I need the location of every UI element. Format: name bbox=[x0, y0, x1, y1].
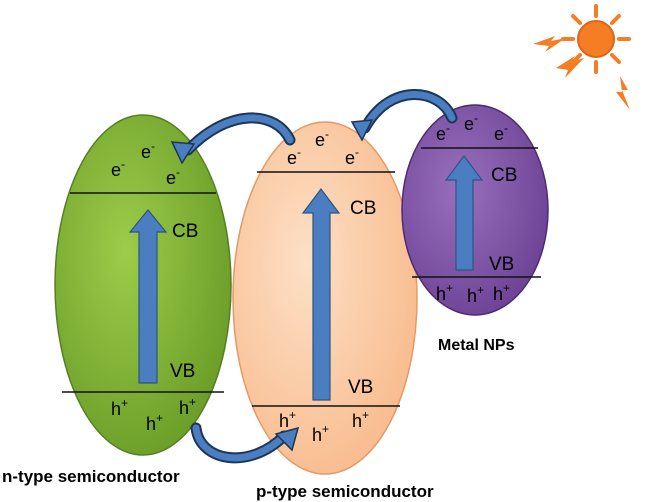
p-type-cb-label: CB bbox=[350, 198, 376, 219]
metal-label: Metal NPs bbox=[438, 337, 515, 354]
n-type-label: n-type semiconductor bbox=[2, 467, 180, 486]
electron-transfer-arrow-metal-to-p bbox=[350, 89, 458, 142]
metal-excitation-arrow bbox=[444, 155, 484, 271]
n-type-vb-label: VB bbox=[170, 361, 195, 382]
metal-ellipse bbox=[401, 104, 549, 316]
n-type-semiconductor: CB VB e- e- e- h+ h+ h+ n-type semicondu… bbox=[2, 114, 232, 486]
n-type-cb-label: CB bbox=[172, 221, 198, 242]
hole: h+ bbox=[436, 281, 453, 304]
hole-transfer-arrow-n-to-p bbox=[190, 422, 300, 464]
lightning-bolt-icon bbox=[533, 36, 630, 110]
electron: e- bbox=[494, 121, 508, 144]
electron: e- bbox=[464, 111, 478, 134]
electron: e- bbox=[345, 145, 359, 168]
p-type-label: p-type semiconductor bbox=[256, 482, 434, 501]
sun-icon bbox=[561, 4, 631, 74]
electron: e- bbox=[166, 165, 180, 188]
hole: h+ bbox=[179, 395, 196, 418]
n-type-excitation-arrow bbox=[128, 209, 168, 384]
hole: h+ bbox=[111, 396, 128, 419]
electron-transfer-arrow-p-to-n bbox=[170, 112, 296, 165]
p-type-semiconductor: CB VB e- e- e- h+ h+ h+ p-type semicondu… bbox=[232, 121, 434, 501]
hole: h+ bbox=[352, 408, 369, 431]
hole: h+ bbox=[312, 422, 329, 445]
electron: e- bbox=[436, 121, 450, 144]
metal-nps: CB VB e- e- e- h+ h+ h+ Metal NPs bbox=[401, 104, 549, 354]
electron: e- bbox=[141, 139, 155, 162]
p-type-excitation-arrow bbox=[301, 188, 341, 401]
hole: h+ bbox=[279, 408, 296, 431]
hole: h+ bbox=[493, 281, 510, 304]
hole: h+ bbox=[467, 283, 484, 306]
metal-cb-label: CB bbox=[491, 165, 517, 186]
hole: h+ bbox=[146, 411, 163, 434]
p-type-vb-label: VB bbox=[348, 377, 373, 398]
electron: e- bbox=[111, 157, 125, 180]
electron: e- bbox=[315, 127, 329, 150]
metal-vb-label: VB bbox=[489, 254, 514, 275]
electron: e- bbox=[287, 145, 301, 168]
